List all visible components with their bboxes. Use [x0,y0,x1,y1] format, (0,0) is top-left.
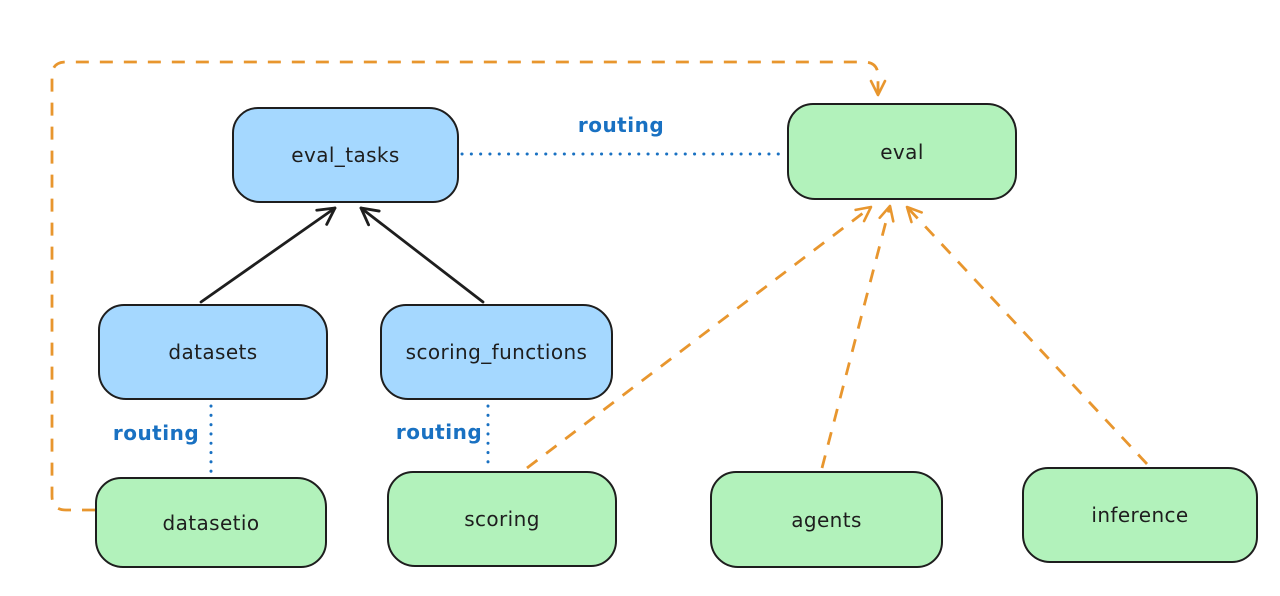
node-inference-label: inference [1091,503,1189,527]
node-inference: inference [1022,467,1258,563]
node-datasets: datasets [98,304,328,400]
node-datasets-label: datasets [168,340,258,364]
edge-datasetio-to-eval [50,60,887,512]
node-scoring-label: scoring [464,507,540,531]
edge-datasets-to-eval-tasks [199,206,337,304]
edge-agents-to-eval [820,204,895,469]
node-datasetio: datasetio [95,477,327,568]
edge-scoring-functions-to-eval-tasks [359,206,485,304]
node-scoring-functions: scoring_functions [380,304,613,400]
node-agents-label: agents [791,507,862,532]
node-eval-label: eval [880,139,924,164]
edge-inference-to-eval [905,205,1149,465]
edge-label-routing-scoring-functions-scoring: routing [395,420,483,444]
node-scoring: scoring [387,471,617,567]
edge-label-routing-datasets-datasetio: routing [112,421,200,445]
node-eval-tasks: eval_tasks [232,107,459,203]
node-agents: agents [710,471,943,568]
node-eval-tasks-label: eval_tasks [291,143,400,167]
edge-label-routing-eval-tasks-eval: routing [577,113,665,137]
node-scoring-functions-label: scoring_functions [405,340,588,364]
node-eval: eval [787,103,1017,200]
node-datasetio-label: datasetio [162,510,260,535]
